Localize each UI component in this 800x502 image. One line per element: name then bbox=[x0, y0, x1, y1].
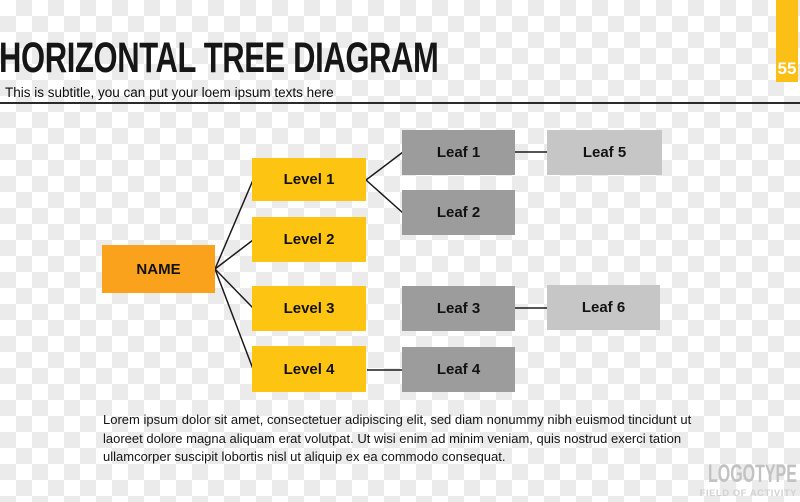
tree-node-leaf-4: Leaf 4 bbox=[402, 347, 515, 392]
page-title: HORIZONTAL TREE DIAGRAM bbox=[0, 34, 439, 82]
logotype-tagline: FIELD OF ACTIVITY bbox=[699, 488, 797, 499]
connector-line bbox=[365, 151, 404, 181]
tree-node-name: NAME bbox=[102, 245, 215, 293]
body-text-line: ullamcorper suscipit lobortis nisl ut al… bbox=[103, 449, 506, 464]
body-text: Lorem ipsum dolor sit amet, consectetuer… bbox=[103, 411, 691, 467]
tree-node-level-1: Level 1 bbox=[252, 158, 366, 201]
tree-node-level-2: Level 2 bbox=[252, 217, 366, 262]
tree-node-leaf-5: Leaf 5 bbox=[547, 130, 662, 175]
slide-number-badge: 55 bbox=[776, 0, 798, 82]
connector-line bbox=[365, 179, 404, 214]
logotype: LOGOTYPE FIELD OF ACTIVITY bbox=[658, 460, 797, 500]
slide-number: 55 bbox=[777, 59, 797, 78]
connector-line bbox=[214, 268, 254, 370]
tree-node-leaf-3: Leaf 3 bbox=[402, 286, 515, 331]
connector-line bbox=[214, 179, 254, 270]
page-subtitle: This is subtitle, you can put your loem … bbox=[5, 85, 334, 100]
logotype-name: LOGOTYPE bbox=[708, 460, 797, 488]
tree-node-leaf-1: Leaf 1 bbox=[402, 130, 515, 175]
connector-line bbox=[214, 239, 254, 270]
connector-line bbox=[214, 268, 254, 309]
tree-node-leaf-2: Leaf 2 bbox=[402, 190, 515, 235]
tree-node-leaf-6: Leaf 6 bbox=[547, 285, 660, 330]
tree-node-level-3: Level 3 bbox=[252, 286, 366, 331]
header-divider bbox=[0, 102, 800, 104]
tree-node-level-4: Level 4 bbox=[252, 346, 366, 392]
body-text-line: Lorem ipsum dolor sit amet, consectetuer… bbox=[103, 412, 692, 427]
body-text-line: laoreet dolore magna aliquam erat volutp… bbox=[103, 430, 682, 446]
